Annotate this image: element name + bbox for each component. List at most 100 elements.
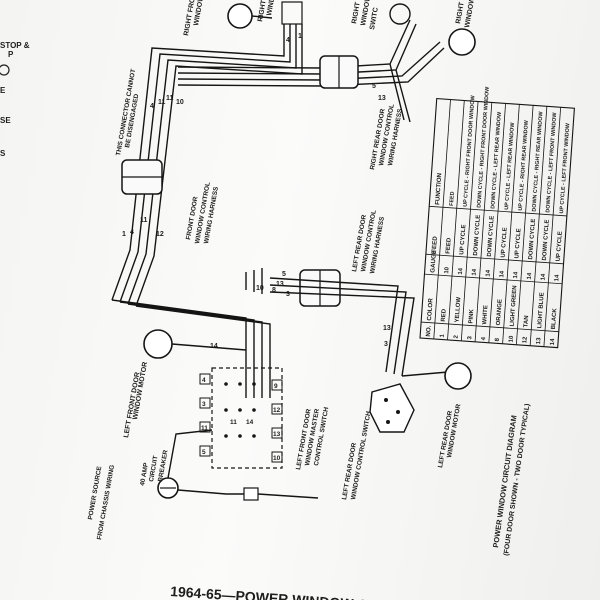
right-rear-harness-wires: [177, 19, 445, 123]
wire-num-motor-14: 14: [210, 343, 218, 350]
table-cell: 10: [509, 335, 515, 343]
table-cell: 14: [527, 272, 533, 280]
table-header: GAUGE: [429, 250, 438, 273]
margin-fragments: STOP & P E SE S: [0, 41, 30, 158]
right-front-switch-label-2: WIND: [266, 0, 276, 16]
switch-terminal-4: 4: [202, 377, 206, 384]
switch-terminal-9: 9: [274, 383, 278, 390]
table-cell: 1: [440, 333, 446, 337]
table-cell: 14: [458, 267, 464, 275]
table-cell: DOWN CYCLE - LEFT REAR WINDOW: [490, 111, 503, 209]
right-rear-switch: RIGHT WINDOW SWITC: [351, 0, 411, 30]
table-cell: FEED: [449, 191, 456, 206]
wire-num-lower-c: 11: [140, 217, 148, 224]
table-cell: 14: [485, 269, 491, 277]
margin-p: P: [8, 50, 14, 59]
table-cell: 14: [472, 268, 478, 276]
wire-num-top-a: 4: [286, 37, 290, 44]
table-cell: PINK: [468, 308, 475, 323]
wire-num-top-b: 1: [298, 33, 302, 40]
table-cell: DOWN CYCLE - LEFT FRONT WINDOW: [545, 111, 558, 212]
wire-num-lower-d: 12: [156, 231, 164, 238]
table-cell: 2: [453, 334, 459, 338]
left-rear-harness-wires: [245, 268, 415, 377]
table-cell: ORANGE: [496, 299, 504, 326]
table-cell: TAN: [523, 315, 530, 327]
right-rear-switch-label-3: SWITC: [369, 7, 380, 30]
table-cell: YELLOW: [455, 296, 463, 322]
table-cell: DOWN CYCLE: [542, 219, 551, 260]
table-cell: 14: [550, 338, 556, 346]
table-header: FEED: [431, 236, 439, 253]
table-cell: UP CYCLE: [501, 227, 509, 258]
switch-terminal-11b: 11: [230, 419, 237, 426]
switch-terminal-14: 14: [246, 419, 254, 426]
master-switch-box: [211, 367, 283, 469]
left-rear-motor: LEFT REAR DOOR WINDOW MOTOR: [401, 362, 472, 468]
table-cell: BLACK: [551, 308, 558, 330]
table-cell: 4: [481, 336, 487, 340]
breaker-label-1: 40 AMP: [139, 462, 150, 487]
table-cell: RED: [441, 308, 448, 322]
table-cell: WHITE: [482, 305, 489, 325]
switch-terminal-11: 11: [201, 425, 208, 432]
right-front-switch-box: [281, 1, 303, 25]
switch-terminal-13: 13: [273, 431, 281, 438]
margin-e: E: [0, 86, 6, 95]
left-rear-switch-body: [369, 383, 415, 433]
terminal-box: [199, 445, 211, 457]
diagram-caption: POWER WINDOW CIRCUIT DIAGRAM (FOUR DOOR …: [491, 403, 531, 556]
switch-terminal-5: 5: [202, 449, 206, 456]
ground-terminal: [243, 487, 259, 501]
table-header: COLOR: [426, 298, 435, 321]
wire-num-switch-3: 3: [384, 341, 388, 348]
right-front-motor-icon: [227, 3, 253, 29]
right-rear-switch-icon: [389, 3, 411, 25]
right-rear-motor: RIGHT RE WINDOW M: [448, 0, 478, 56]
table-cell: LIGHT BLUE: [537, 292, 545, 328]
table-header: FUNCTION: [434, 172, 443, 205]
wire-num-rear-a: 5: [282, 271, 286, 278]
right-front-switch: RIGHT WIND: [257, 0, 303, 25]
switch-terminal-3: 3: [202, 401, 206, 408]
table-cell: UP CYCLE: [514, 228, 522, 259]
right-rear-switch-label-1: RIGHT: [351, 1, 362, 24]
terminal-box: [271, 427, 283, 439]
table-cell: 3: [467, 335, 473, 339]
table-cell: DOWN CYCLE: [473, 215, 482, 256]
terminal-box: [199, 373, 211, 385]
table-cell: 12: [522, 336, 528, 344]
table-cell: UP CYCLE: [556, 231, 564, 262]
table-cell: 14: [513, 271, 519, 279]
table-cell: 14: [541, 273, 547, 281]
table-cell: 10: [444, 266, 450, 274]
margin-s: S: [0, 149, 6, 158]
table-cell: FEED: [446, 237, 453, 254]
wire-num-harness-d: 10: [176, 99, 184, 106]
table-cell: 14: [499, 270, 505, 278]
breaker-label-2: CIRCUIT: [148, 455, 159, 482]
left-rear-switch: LEFT REAR DOOR WINDOW CONTROL SWITCH: [341, 383, 415, 500]
switch-terminal-10: 10: [273, 455, 281, 462]
wire-num-mid-a: 10: [256, 285, 264, 292]
table-cell: UP CYCLE - LEFT FRONT WINDOW: [559, 122, 571, 214]
wire-num-harness-c: 11: [166, 95, 174, 102]
circuit-breaker: 40 AMP CIRCUIT BREAKER: [139, 429, 319, 501]
margin-se: SE: [0, 116, 11, 125]
table-cell: DOWN CYCLE: [487, 216, 496, 257]
master-control-switch: 4 3 11 5 9 12 13 10 11 14 LEFT FRONT DOO…: [199, 367, 330, 470]
table-cell: DOWN CYCLE: [528, 218, 537, 259]
wire-num-harness-b: 11: [158, 99, 166, 106]
terminal-box: [199, 397, 211, 409]
table-cell: UP CYCLE: [459, 224, 467, 255]
margin-switch-icon: [0, 64, 10, 76]
left-rear-motor-icon: [444, 362, 472, 390]
switch-terminal-12: 12: [273, 407, 281, 414]
terminal-box: [271, 451, 283, 463]
table-cell: DOWN CYCLE - RIGHT REAR WINDOW: [531, 110, 544, 211]
wire-color-table: NO.COLORGAUGEFEEDFUNCTION1RED10FEEDFEED2…: [419, 86, 575, 349]
wire-num-switch-13: 13: [383, 325, 391, 332]
left-front-motor-icon: [143, 329, 173, 359]
